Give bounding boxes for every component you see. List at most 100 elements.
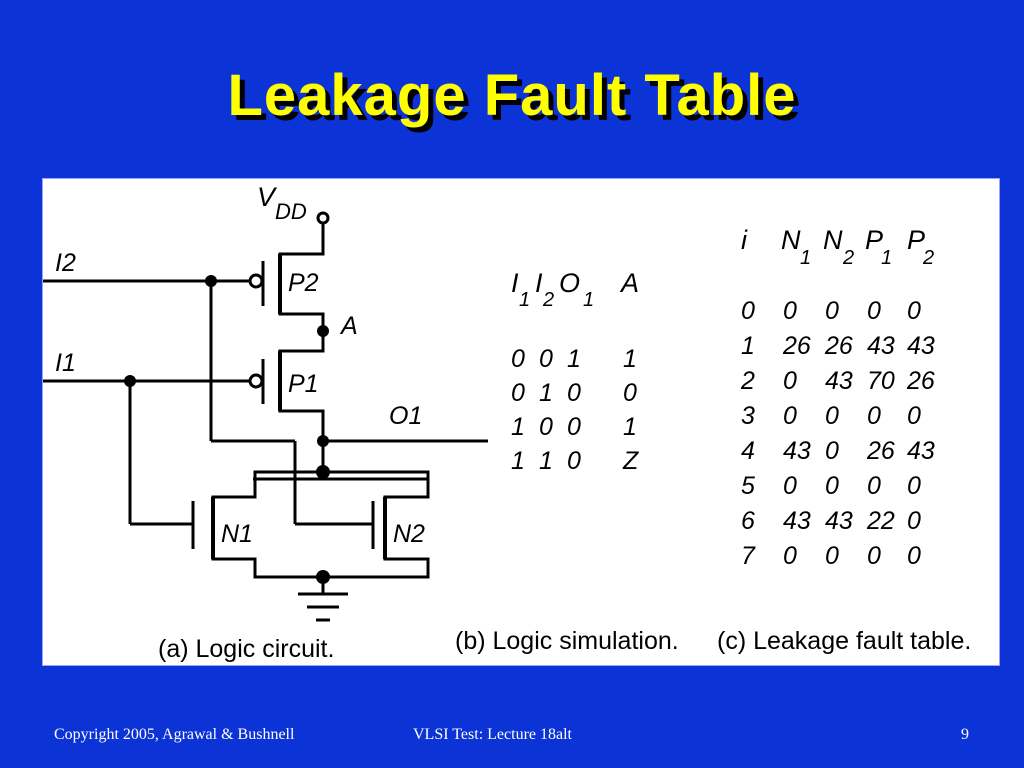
leak-header-n2: N (823, 225, 843, 255)
vdd-label: V (257, 182, 278, 212)
leak-header-n2-sub: 2 (842, 247, 854, 269)
sim-cell: 1 (511, 447, 525, 475)
leak-header-n1-sub: 1 (800, 247, 811, 269)
leak-cell: 0 (867, 297, 881, 325)
vdd-terminal (316, 211, 330, 225)
output-o1-label: O1 (389, 402, 422, 430)
sim-header-o1-sub: 1 (583, 289, 594, 311)
leak-cell: 0 (825, 437, 839, 465)
circuit-junctions (124, 275, 330, 584)
leak-cell: 6 (741, 507, 755, 535)
sim-header-i2-sub: 2 (542, 289, 554, 311)
logic-simulation-table: I 1 I 2 O 1 A 0 0 1 1 0 1 0 0 1 0 0 1 (511, 268, 639, 475)
leak-cell: 0 (783, 542, 797, 570)
leak-cell: 0 (783, 367, 797, 395)
leak-cell: 4 (741, 437, 755, 465)
leak-cell: 26 (782, 332, 811, 360)
leak-cell: 26 (866, 437, 895, 465)
leakage-fault-table: i N 1 N 2 P 1 P 2 0 0 0 0 0 1 26 26 43 4… (740, 225, 935, 570)
sim-cell: 1 (623, 345, 637, 373)
leak-cell: 0 (867, 542, 881, 570)
logic-sim-rows: 0 0 1 1 0 1 0 0 1 0 0 1 1 1 0 Z (511, 345, 639, 475)
leak-cell: 43 (825, 507, 853, 535)
leak-cell: 7 (741, 542, 756, 570)
figure-panel: V DD I2 I1 P2 P1 A O1 N1 N2 I 1 I 2 O 1 … (42, 178, 1000, 666)
leak-cell: 1 (741, 332, 755, 360)
sim-cell: 1 (623, 413, 637, 441)
p2-bubble (248, 273, 264, 289)
sim-cell: 0 (567, 447, 581, 475)
leak-header-n1: N (781, 225, 801, 255)
sim-header-i1: I (511, 268, 519, 298)
leak-cell: 43 (783, 437, 811, 465)
sim-cell: 1 (511, 413, 525, 441)
leak-cell: 0 (825, 472, 839, 500)
leak-cell: 0 (825, 542, 839, 570)
slide-title: Leakage Fault Table (227, 63, 797, 128)
leak-cell: 0 (907, 297, 921, 325)
leak-cell: 43 (907, 437, 935, 465)
input-i1-label: I1 (55, 349, 76, 377)
footer-lecture: VLSI Test: Lecture 18alt (413, 726, 572, 743)
leak-cell: 43 (783, 507, 811, 535)
leak-cell: 0 (907, 507, 921, 535)
leak-cell: 43 (907, 332, 935, 360)
p1-label: P1 (288, 370, 319, 398)
n1-label: N1 (221, 520, 253, 548)
sim-cell: 1 (539, 447, 553, 475)
leak-cell: 0 (907, 402, 921, 430)
leak-cell: 43 (825, 367, 853, 395)
leak-cell: 0 (783, 297, 797, 325)
leak-cell: 0 (907, 472, 921, 500)
sim-header-i2: I (535, 268, 543, 298)
leak-cell: 0 (907, 542, 921, 570)
sim-cell: 1 (567, 345, 581, 373)
sim-cell: 0 (511, 379, 525, 407)
leak-cell: 0 (783, 472, 797, 500)
leak-cell: 43 (867, 332, 895, 360)
leak-cell: 3 (741, 402, 755, 430)
leak-cell: 5 (741, 472, 755, 500)
leak-header-p2: P (907, 225, 925, 255)
circuit-diagram (43, 211, 488, 622)
sim-cell: Z (622, 447, 639, 475)
sim-cell: 0 (567, 379, 581, 407)
leak-cell: 0 (867, 472, 881, 500)
leak-cell: 0 (825, 402, 839, 430)
sim-cell: 0 (567, 413, 581, 441)
p1-bubble (248, 373, 264, 389)
sim-cell: 0 (539, 345, 553, 373)
leak-cell: 0 (783, 402, 797, 430)
sim-cell: 1 (539, 379, 553, 407)
leak-cell: 0 (867, 402, 881, 430)
leak-cell: 22 (866, 507, 895, 535)
leak-header-i: i (741, 225, 748, 255)
leak-cell: 70 (867, 367, 895, 395)
sim-header-i1-sub: 1 (519, 289, 530, 311)
sim-cell: 0 (511, 345, 525, 373)
caption-logic-circuit: (a) Logic circuit. (158, 635, 334, 663)
p2-label: P2 (288, 269, 319, 297)
leak-cell: 0 (825, 297, 839, 325)
caption-leakage-table: (c) Leakage fault table. (717, 627, 971, 655)
leak-cell: 2 (740, 367, 755, 395)
logic-sim-header: I 1 I 2 O 1 A (511, 268, 639, 311)
leak-header-p2-sub: 2 (922, 247, 934, 269)
footer-page-number: 9 (961, 726, 969, 743)
sim-header-o1: O (559, 268, 580, 298)
sim-cell: 0 (539, 413, 553, 441)
leak-cell: 26 (824, 332, 853, 360)
sim-header-a: A (619, 268, 639, 298)
leakage-rows: 0 0 0 0 0 1 26 26 43 43 2 0 43 70 26 3 0… (740, 297, 935, 570)
footer-copyright: Copyright 2005, Agrawal & Bushnell (54, 726, 295, 743)
leak-cell: 26 (906, 367, 935, 395)
sim-cell: 0 (623, 379, 637, 407)
caption-logic-simulation: (b) Logic simulation. (455, 627, 679, 655)
leak-cell: 0 (741, 297, 755, 325)
node-a-label: A (339, 312, 358, 340)
leak-header-p1-sub: 1 (881, 247, 892, 269)
n2-label: N2 (393, 520, 425, 548)
input-i2-label: I2 (55, 249, 76, 277)
vdd-sub: DD (275, 199, 307, 224)
leak-header-p1: P (865, 225, 883, 255)
